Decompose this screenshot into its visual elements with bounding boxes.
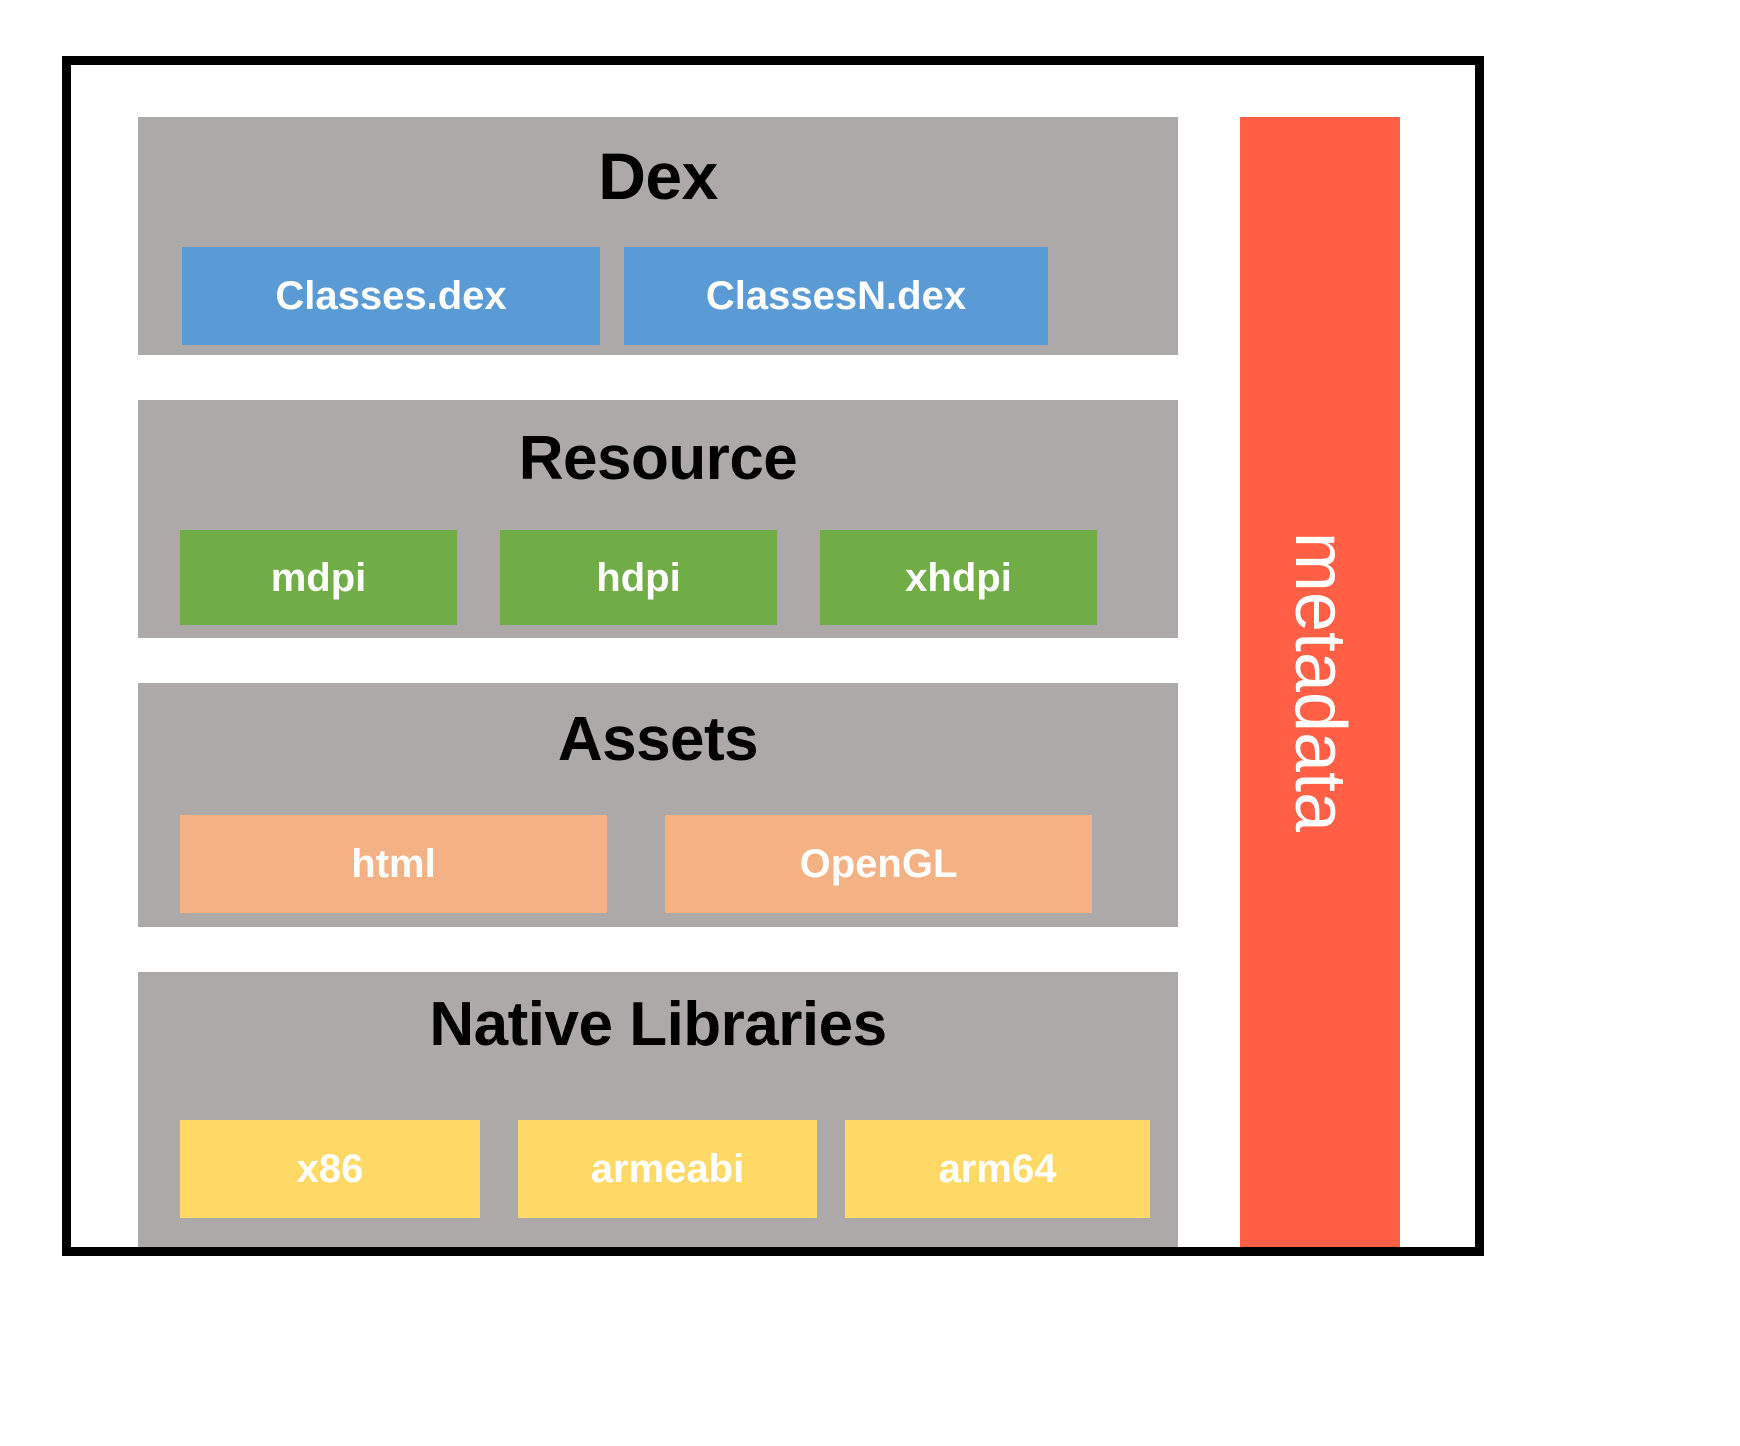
section-title-dex: Dex: [598, 139, 718, 213]
section-title-native-libraries: Native Libraries: [429, 990, 887, 1059]
section-title-resource: Resource: [518, 424, 798, 493]
section-dex: Dex Classes.dex ClassesN.dex: [138, 117, 1178, 355]
section-title-assets: Assets: [557, 705, 759, 774]
section-native-children: x86 armeabi arm64: [138, 1120, 1220, 1218]
section-native-libraries: Native Libraries x86 armeabi arm64: [138, 972, 1178, 1247]
resource-child-hdpi: hdpi: [500, 530, 777, 625]
section-assets: Assets html OpenGL: [138, 683, 1178, 927]
apk-container-frame: Dex Classes.dex ClassesN.dex Resource md…: [62, 56, 1484, 1256]
native-child-x86: x86: [180, 1120, 480, 1218]
assets-child-html: html: [180, 815, 607, 913]
section-dex-children: Classes.dex ClassesN.dex: [138, 247, 1222, 345]
metadata-label: metadata: [1280, 531, 1361, 833]
metadata-bar: metadata: [1240, 117, 1400, 1247]
sections-column: Dex Classes.dex ClassesN.dex Resource md…: [138, 117, 1178, 1247]
native-child-arm64: arm64: [845, 1120, 1150, 1218]
dex-child-classesn-dex: ClassesN.dex: [624, 247, 1048, 345]
assets-child-opengl: OpenGL: [665, 815, 1092, 913]
resource-child-mdpi: mdpi: [180, 530, 457, 625]
dex-child-classes-dex: Classes.dex: [182, 247, 600, 345]
section-resource-children: mdpi hdpi xhdpi: [138, 530, 1220, 625]
section-resource: Resource mdpi hdpi xhdpi: [138, 400, 1178, 638]
section-assets-children: html OpenGL: [138, 815, 1220, 913]
native-child-armeabi: armeabi: [518, 1120, 817, 1218]
resource-child-xhdpi: xhdpi: [820, 530, 1097, 625]
